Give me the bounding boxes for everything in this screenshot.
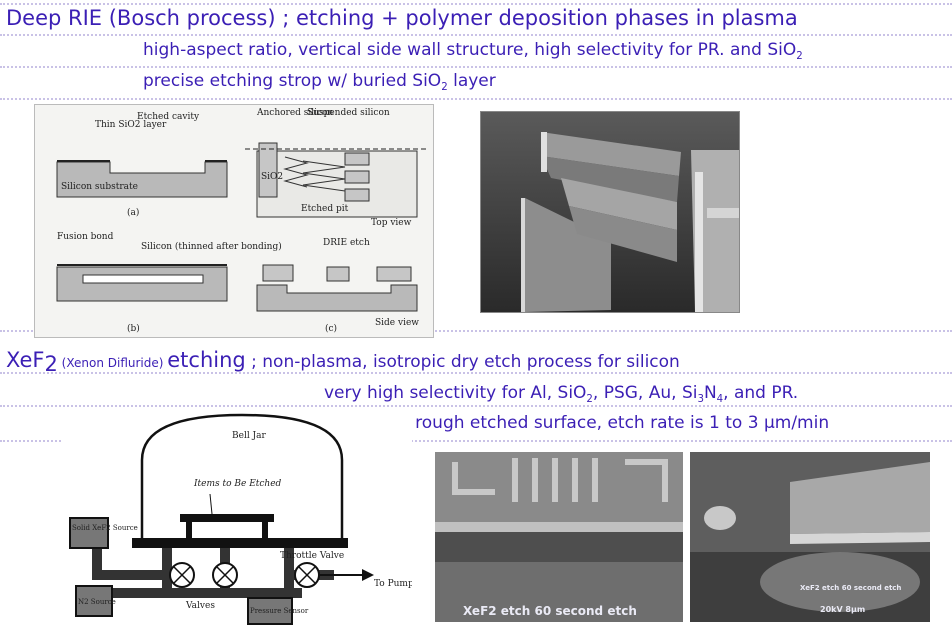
sem2-illustration [690,452,930,622]
line2-c: , and PR. [723,383,799,403]
xef2-sub: 2 [44,352,58,376]
label-valves: Valves [185,601,215,611]
xef2-description: ; non-plasma, isotropic dry etch process… [245,352,680,372]
label-top-view: Top view [371,218,412,228]
label-drie-etch: DRIE etch [323,238,370,248]
label-throttle: Throttle Valve [280,551,344,561]
label-items: Items to Be Etched [193,479,282,489]
deep-rie-line2: high-aspect ratio, vertical side wall st… [143,40,803,62]
label-etched-cavity: Etched cavity [137,112,200,122]
deep-rie-line3: precise etching strop w/ buried SiO2 lay… [143,71,496,93]
sem2-caption: XeF2 etch 60 second etch [800,584,902,592]
label-suspended: Suspended silicon [307,108,390,118]
line2-sub: 2 [796,51,803,62]
line2-s2: 3 [697,394,704,405]
label-substrate: Silicon substrate [61,182,138,192]
drie-process-figure: Thin SiO2 layer Etched cavity Silicon su… [34,104,434,338]
label-to-pump: To Pump [374,579,412,589]
xef2-line2: very high selectivity for Al, SiO2, PSG,… [324,383,798,405]
heading-deep-rie: Deep RIE (Bosch process) ; etching + pol… [6,6,798,30]
line2-s1: 2 [586,394,593,405]
label-n2-source: N2 Source [78,598,116,606]
heading-xef2: XeF2 (Xenon Difluride) etching ; non-pla… [6,348,680,376]
label-thin-sio2: Thin SiO2 layer [95,120,167,130]
line3-text: precise etching strop w/ buried SiO [143,71,442,91]
xef2-sem-photo-1: XeF2 etch 60 second etch [435,452,683,622]
label-pressure: Pressure Sensor [250,607,309,615]
label-side-view: Side view [375,318,419,328]
label-bell-jar: Bell Jar [232,431,267,441]
xef2-label: XeF [6,348,45,372]
etching-word: etching [167,348,246,372]
xenon-name: (Xenon Difluride) [57,356,168,370]
line2-s3: 4 [716,394,724,405]
line2-n: N [703,383,717,403]
drie-sem-photo [480,111,740,313]
line3-post: layer [447,71,496,91]
label-a: (a) [127,207,139,218]
xef2-line3: extremely rough etched surface, etch rat… [324,413,830,433]
label-etched-pit: Etched pit [301,204,349,214]
label-silicon-thinned: Silicon (thinned after bonding) [141,241,282,252]
sem2-scale: 20kV 8μm [820,605,866,614]
label-solid-xef2: Solid XeF2 Source [72,524,138,532]
line2-a: very high selectivity for Al, SiO [324,383,587,403]
drie-sem-illustration [481,112,739,312]
drie-process-diagram: Thin SiO2 layer Etched cavity Silicon su… [56,108,427,334]
label-anchored: Anchored silicon [256,108,334,118]
line2-text: high-aspect ratio, vertical side wall st… [143,40,797,60]
line2-b: , PSG, Au, Si [592,383,698,403]
line3-sub: 2 [441,82,448,93]
xef2-apparatus-diagram: Bell Jar Items to Be Etched Throttle Val… [69,413,412,625]
label-b: (b) [127,323,140,334]
xef2-apparatus-figure: Bell Jar Items to Be Etched Throttle Val… [62,410,412,628]
label-c: (c) [325,323,337,334]
label-sio2: SiO2 [261,172,283,182]
xef2-sem-photo-2: XeF2 etch 60 second etch 20kV 8μm [690,452,930,622]
sem1-illustration [435,452,683,622]
sem1-caption: XeF2 etch 60 second etch [463,604,637,618]
label-fusion-bond: Fusion bond [57,232,114,242]
